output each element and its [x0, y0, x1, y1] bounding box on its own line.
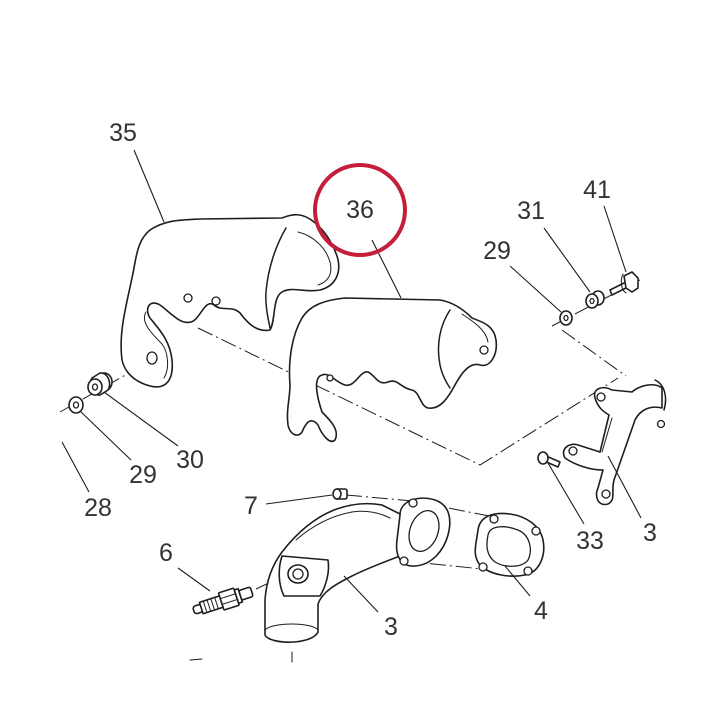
- sensor-6-hex-edge: [219, 593, 238, 605]
- frame-mark: [189, 658, 203, 661]
- sensor-6-end: [238, 586, 254, 601]
- exhaust-pipe-3-bottom-opening: [264, 623, 319, 631]
- callout-35: 35: [109, 119, 137, 147]
- washer-29-right-bore: [563, 314, 569, 322]
- leader-31: [543, 227, 591, 293]
- callout-28: 28: [84, 494, 112, 522]
- bolt-33: [537, 451, 561, 468]
- bolt-41: [609, 271, 639, 296]
- washer-29-right: [559, 310, 573, 326]
- gasket-4-hole: [489, 514, 499, 524]
- bolt-33-head: [537, 451, 549, 465]
- heat-shield-35-flange-edge: [144, 311, 169, 379]
- callout-36-highlighted: 36: [346, 196, 374, 224]
- leader-29-right: [509, 265, 562, 313]
- bracket-right-hole: [596, 392, 606, 402]
- callout-29-right: 29: [483, 237, 511, 265]
- bracket-right-rib: [601, 417, 613, 453]
- heat-shield-35-hole: [183, 293, 193, 303]
- leader-3-bracket: [607, 455, 642, 519]
- heat-shield-35-inner-edge: [297, 231, 332, 286]
- bracket-right: [562, 379, 667, 506]
- bracket-right-outline: [562, 383, 663, 506]
- leader-36: [371, 239, 402, 299]
- callout-29-left: 29: [129, 461, 157, 489]
- gasket-4-hole: [531, 526, 541, 536]
- callout-labels: 35 36 41 31 29 29 30 28 7 6 3 4 33 3: [84, 119, 657, 641]
- callout-41: 41: [583, 176, 611, 204]
- callout-30: 30: [176, 446, 204, 474]
- callout-33: 33: [576, 527, 604, 555]
- bracket-right-hole: [568, 446, 578, 456]
- bolt-41-flange: [620, 273, 627, 294]
- bracket-right-hole: [601, 489, 611, 499]
- washer-31-bore: [589, 297, 595, 305]
- heat-shield-36-hole: [479, 345, 489, 355]
- bracket-right-edge-fragment: [654, 379, 667, 411]
- heat-shield-35-mount-hole: [146, 351, 158, 365]
- flange-hole: [399, 556, 409, 566]
- leader-4: [504, 565, 531, 597]
- leader-30: [103, 391, 179, 447]
- callout-31: 31: [517, 197, 545, 225]
- oxygen-sensor-6: [192, 586, 254, 615]
- heat-shield-35-hole: [211, 296, 221, 306]
- heat-shield-36-flap-edge: [461, 313, 489, 343]
- leader-6: [177, 567, 211, 592]
- highlight-circle: [313, 163, 407, 257]
- stud-7-end: [332, 488, 342, 500]
- leader-29-left: [79, 410, 132, 461]
- leader-35: [133, 149, 165, 223]
- leader-lines: [61, 149, 642, 613]
- exhaust-pipe-3: [264, 497, 451, 643]
- spacer-30-bore: [91, 383, 99, 391]
- washer-29-left-bore: [72, 401, 80, 409]
- exhaust-pipe-3-flange-opening: [408, 510, 440, 552]
- gasket-4: [474, 512, 545, 577]
- heat-shield-36-hole: [326, 374, 334, 382]
- stud-7: [332, 488, 348, 500]
- leader-41: [603, 205, 627, 273]
- leader-3-pipe: [343, 575, 379, 613]
- bolt-41-head: [623, 271, 639, 293]
- washer-29-left: [68, 396, 84, 414]
- heat-shield-35-fold-line: [265, 227, 287, 329]
- gasket-4-opening: [486, 526, 531, 567]
- callout-3-bracket: 3: [643, 519, 657, 547]
- callout-7: 7: [244, 492, 258, 520]
- centerline-right-washers-to-bracket: [561, 329, 627, 377]
- flange-hole: [408, 498, 418, 508]
- sensor-6-thread-lines: [202, 596, 219, 614]
- sensor-bung-bore: [292, 568, 304, 580]
- frame-marks: [189, 651, 293, 663]
- gasket-4-hole: [478, 562, 488, 572]
- callout-6: 6: [159, 539, 173, 567]
- heat-shield-35-outline: [120, 213, 340, 388]
- bracket-right-edge-hole: [656, 419, 666, 429]
- gasket-4-hole: [523, 566, 533, 576]
- heat-shield-36: [286, 297, 498, 443]
- spacer-30: [87, 372, 113, 396]
- heat-shield-35: [120, 213, 340, 388]
- leader-7: [265, 494, 333, 505]
- leader-33: [547, 462, 585, 525]
- washer-31: [585, 290, 605, 309]
- heat-shield-36-outline: [286, 297, 498, 443]
- callout-3-pipe: 3: [384, 613, 398, 641]
- exhaust-pipe-3-contour: [295, 510, 391, 541]
- callout-4: 4: [534, 597, 548, 625]
- heat-shield-36-fold-line: [437, 309, 451, 389]
- leader-28: [61, 441, 90, 493]
